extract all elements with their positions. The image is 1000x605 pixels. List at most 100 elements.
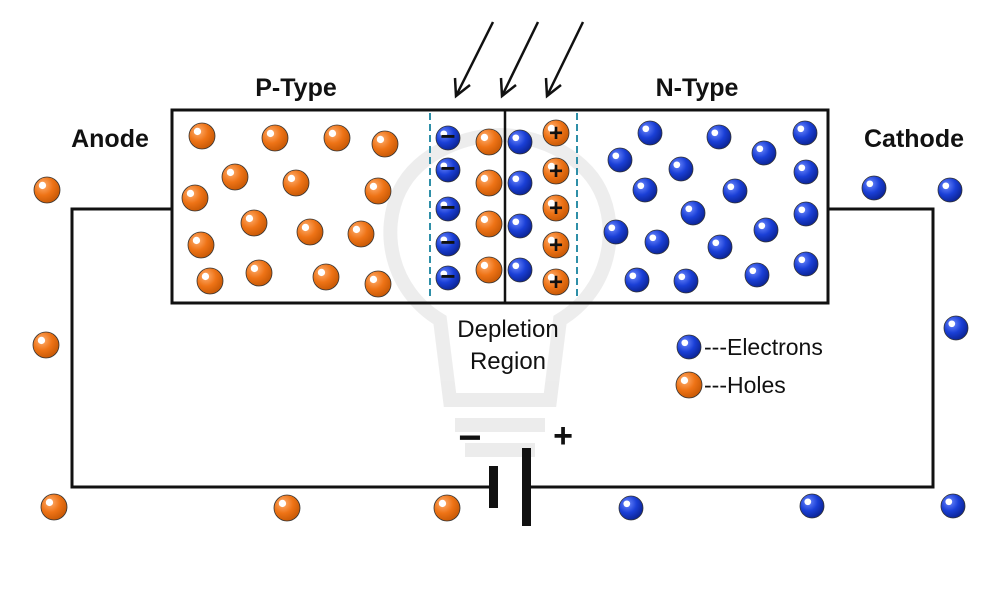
positive-ions-layer: + + + + + — [542, 119, 570, 296]
positive-ion: + — [542, 194, 570, 222]
electron — [792, 120, 818, 146]
positive-ion-sign: + — [549, 269, 563, 296]
negative-ion: − — [435, 261, 461, 291]
holes-layer — [32, 122, 503, 522]
hole — [475, 256, 503, 284]
negative-ion-sign: − — [440, 261, 455, 291]
positive-ion-sign: + — [549, 195, 563, 222]
positive-ion: + — [542, 231, 570, 259]
electrons-layer — [507, 120, 969, 521]
hole — [475, 210, 503, 238]
positive-ion-sign: + — [549, 158, 563, 185]
electron — [624, 267, 650, 293]
electron — [507, 129, 533, 155]
electron — [793, 201, 819, 227]
light-arrow-2 — [499, 21, 540, 99]
hole — [475, 128, 503, 156]
hole — [296, 218, 324, 246]
electron — [861, 175, 887, 201]
legend-electrons-label: ---Electrons — [704, 334, 823, 360]
hole — [364, 270, 392, 298]
hole — [181, 184, 209, 212]
hole — [40, 493, 68, 521]
negative-ion-sign: − — [440, 227, 455, 257]
electron — [799, 493, 825, 519]
hole — [347, 220, 375, 248]
battery-symbol: − + — [458, 416, 573, 526]
depletion-label-line1: Depletion — [457, 316, 558, 343]
hole — [245, 259, 273, 287]
hole — [240, 209, 268, 237]
hole — [371, 130, 399, 158]
legend-hole-icon — [675, 371, 703, 399]
hole — [433, 494, 461, 522]
negative-ion: − — [435, 192, 461, 222]
electron — [673, 268, 699, 294]
light-arrow-1 — [453, 21, 495, 99]
hole — [188, 122, 216, 150]
negative-ion-sign: − — [440, 192, 455, 222]
electron — [753, 217, 779, 243]
electron — [668, 156, 694, 182]
pn-junction-box — [170, 108, 830, 305]
electron — [707, 234, 733, 260]
electron — [706, 124, 732, 150]
electron — [793, 159, 819, 185]
hole — [323, 124, 351, 152]
negative-ion: − — [435, 121, 461, 151]
hole — [32, 331, 60, 359]
anode-label: Anode — [71, 125, 149, 153]
hole — [221, 163, 249, 191]
hole — [33, 176, 61, 204]
electron — [793, 251, 819, 277]
battery-positive-label: + — [553, 417, 573, 455]
negative-ion: − — [435, 153, 461, 183]
hole — [187, 231, 215, 259]
wire-left — [70, 207, 493, 489]
battery-positive-plate — [522, 448, 531, 526]
n-type-label: N-Type — [656, 74, 739, 102]
electron — [680, 200, 706, 226]
electron — [637, 120, 663, 146]
positive-ion: + — [542, 119, 570, 147]
wire-right — [527, 207, 935, 489]
electron — [937, 177, 963, 203]
positive-ion: + — [542, 268, 570, 296]
hole — [196, 267, 224, 295]
positive-ion-sign: + — [549, 232, 563, 259]
hole — [312, 263, 340, 291]
p-type-label: P-Type — [255, 74, 337, 102]
negative-ion-sign: − — [440, 153, 455, 183]
electron — [940, 493, 966, 519]
legend-hole-ball — [675, 371, 703, 399]
electron — [507, 170, 533, 196]
negative-ion-sign: − — [440, 121, 455, 151]
cathode-label: Cathode — [864, 125, 964, 153]
legend-electron-ball — [676, 334, 702, 360]
electron — [618, 495, 644, 521]
electron — [644, 229, 670, 255]
battery-negative-label: − — [458, 416, 481, 460]
hole — [475, 169, 503, 197]
legend-electron-icon — [676, 334, 702, 360]
battery-negative-plate — [489, 466, 498, 508]
legend: ---Electrons ---Holes — [675, 334, 823, 399]
light-arrows — [453, 21, 585, 99]
positive-ion-sign: + — [549, 120, 563, 147]
electron — [507, 213, 533, 239]
electron — [607, 147, 633, 173]
negative-ions-layer: −−−−− — [435, 121, 461, 291]
electron — [943, 315, 969, 341]
light-arrow-3 — [544, 21, 585, 99]
electron — [751, 140, 777, 166]
positive-ion: + — [542, 157, 570, 185]
hole — [261, 124, 289, 152]
hole — [273, 494, 301, 522]
hole — [282, 169, 310, 197]
electron — [507, 257, 533, 283]
legend-holes-label: ---Holes — [704, 372, 786, 398]
electron — [632, 177, 658, 203]
electron — [722, 178, 748, 204]
electron — [744, 262, 770, 288]
